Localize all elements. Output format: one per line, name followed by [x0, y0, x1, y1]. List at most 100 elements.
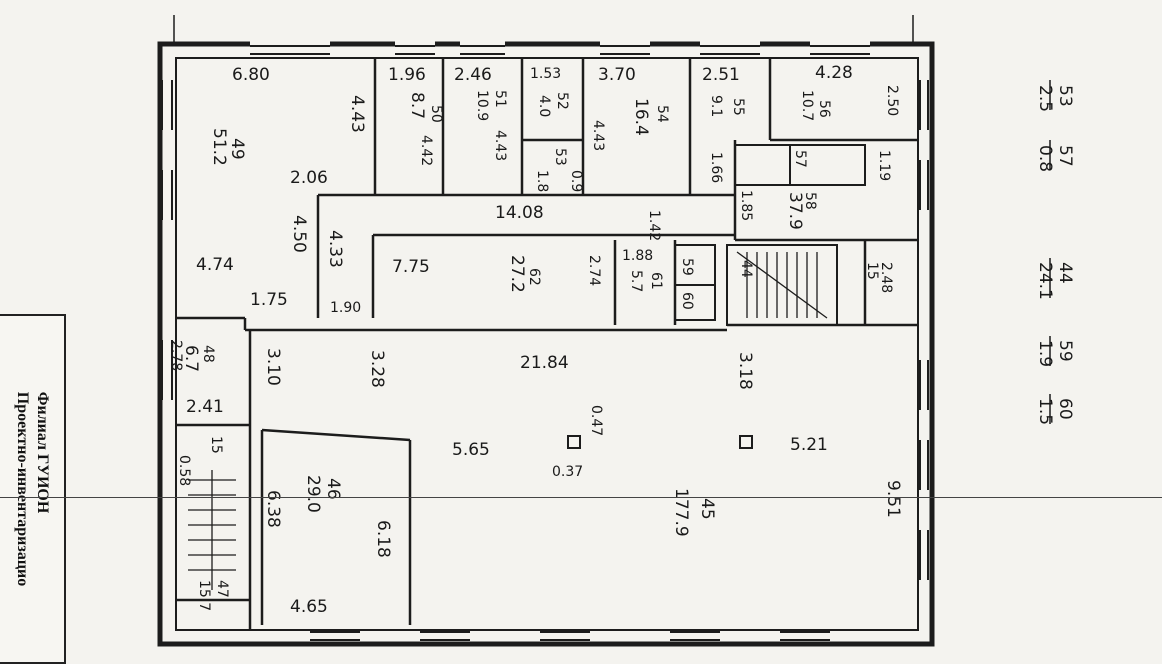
side-num: 57 — [1055, 145, 1075, 167]
dim: 1.53 — [530, 66, 561, 82]
room-area: 8.7 — [407, 92, 427, 119]
room-48: 48 6.7 2.78 2.41 — [168, 340, 224, 417]
room-47: 0.58 15.7 47 — [176, 455, 230, 611]
room-51: 2.46 10.9 51 4.43 — [454, 65, 508, 161]
room-number: 45 — [697, 498, 717, 520]
dim: 0.9 — [568, 170, 584, 192]
dim: 6.80 — [232, 65, 270, 85]
dim: 4.65 — [290, 597, 328, 617]
room-58: 14.08 1.85 58 37.9 1.42 — [495, 190, 818, 241]
room-area: 51.2 — [209, 128, 229, 166]
room-49: 6.80 4.43 49 51.2 2.06 4.50 4.74 4.33 1.… — [196, 65, 367, 316]
room-number: 59 — [679, 258, 695, 276]
dim: 0.58 — [176, 455, 192, 486]
side-num: 59 — [1055, 340, 1075, 362]
room-number: 47 — [214, 580, 230, 598]
room-area: 10.9 — [474, 90, 490, 121]
room-area: 16.4 — [631, 98, 651, 136]
dim: 2.06 — [290, 168, 328, 188]
dim: 1.90 — [330, 300, 361, 316]
dim: 4.50 — [289, 215, 309, 253]
dim: 0.47 — [588, 405, 604, 436]
dim: 3.10 — [263, 348, 283, 386]
room-area: 27.2 — [507, 255, 527, 293]
room-number: 62 — [526, 268, 542, 286]
dim: 3.18 — [735, 352, 755, 390]
dim: 6.18 — [373, 520, 393, 558]
stamp-text: Филиал ГУИОН Проектно-инвентаризацио — [12, 392, 52, 587]
dim: 4.43 — [347, 95, 367, 133]
dim: 4.33 — [325, 230, 345, 268]
dim: 2.74 — [586, 255, 602, 286]
interior-walls — [176, 58, 918, 630]
stair-hatching — [188, 251, 828, 590]
dim: 9.51 — [883, 480, 903, 518]
room-number: 57 — [792, 150, 808, 168]
room-number: 15 — [864, 262, 880, 280]
room-61: 1.88 5.7 61 — [622, 248, 664, 292]
dim: 4.74 — [196, 255, 234, 275]
room-area: 37.9 — [785, 192, 805, 230]
dim: 6.38 — [263, 490, 283, 528]
room-number: 46 — [323, 478, 343, 500]
side-num: 60 — [1055, 398, 1075, 420]
dim: 1.42 — [646, 210, 662, 241]
room-59: 59 — [679, 258, 695, 276]
dim: 7.75 — [392, 257, 430, 277]
room-number: 50 — [428, 105, 444, 123]
side-area: 1.9 — [1035, 340, 1055, 367]
room-area: 9.1 — [708, 95, 724, 117]
room-area: 4.0 — [536, 95, 552, 117]
room-number: 51 — [492, 90, 508, 108]
dim: 4.42 — [418, 135, 434, 166]
room-number: 15 — [208, 436, 224, 454]
room-15: 15 2.48 — [864, 262, 894, 293]
side-num: 53 — [1055, 85, 1075, 107]
columns — [567, 435, 753, 449]
room-number: 55 — [730, 98, 746, 116]
room-53: 1.8 53 0.9 — [534, 148, 584, 192]
dim: 3.70 — [598, 65, 636, 85]
room-number: 54 — [654, 105, 670, 123]
room-number: 60 — [679, 292, 695, 310]
dim: 1.96 — [388, 65, 426, 85]
stamp-line-2: Проектно-инвентаризацио — [14, 391, 31, 587]
side-area: 0.8 — [1035, 145, 1055, 172]
room-number: 58 — [802, 192, 818, 210]
dim: 3.28 — [367, 350, 387, 388]
side-area: 1.5 — [1035, 398, 1055, 425]
dim: 4.43 — [590, 120, 606, 151]
room-54: 3.70 16.4 54 4.43 — [590, 65, 670, 151]
dim: 4.43 — [492, 130, 508, 161]
room-number: 56 — [816, 100, 832, 118]
room-55: 2.51 9.1 55 1.66 — [702, 65, 746, 183]
dim: 14.08 — [495, 203, 544, 223]
room-area: 29.0 — [303, 475, 323, 513]
dim: 5.21 — [790, 435, 828, 455]
dim: 2.51 — [702, 65, 740, 85]
scan-line — [0, 497, 1162, 498]
side-area: 2.5 — [1035, 85, 1055, 112]
room-52: 1.53 4.0 52 — [530, 66, 570, 117]
stamp-line-1: Филиал ГУИОН — [34, 391, 51, 514]
stamp: Филиал ГУИОН Проектно-инвентаризацио — [0, 314, 66, 664]
room-44: 44 — [738, 260, 754, 278]
room-57: 57 1.19 — [792, 150, 892, 181]
dim: 1.19 — [876, 150, 892, 181]
dim: 21.84 — [520, 353, 569, 373]
dim: 0.37 — [552, 464, 583, 480]
dim: 2.48 — [878, 262, 894, 293]
dim: 2.78 — [168, 340, 184, 371]
room-62: 7.75 27.2 62 2.74 — [392, 255, 602, 293]
room-area: 177.9 — [671, 488, 691, 537]
outer-walls — [157, 41, 935, 647]
room-area: 1.8 — [534, 170, 550, 192]
dim: 1.85 — [738, 190, 754, 221]
dim: 2.50 — [884, 85, 900, 116]
dim: 1.88 — [622, 248, 653, 264]
room-60: 60 — [679, 292, 695, 310]
room-46: 29.0 46 6.38 6.18 4.65 — [263, 475, 393, 617]
room-number: 61 — [648, 272, 664, 290]
room-number: 52 — [554, 92, 570, 110]
room-number: 53 — [552, 148, 568, 166]
